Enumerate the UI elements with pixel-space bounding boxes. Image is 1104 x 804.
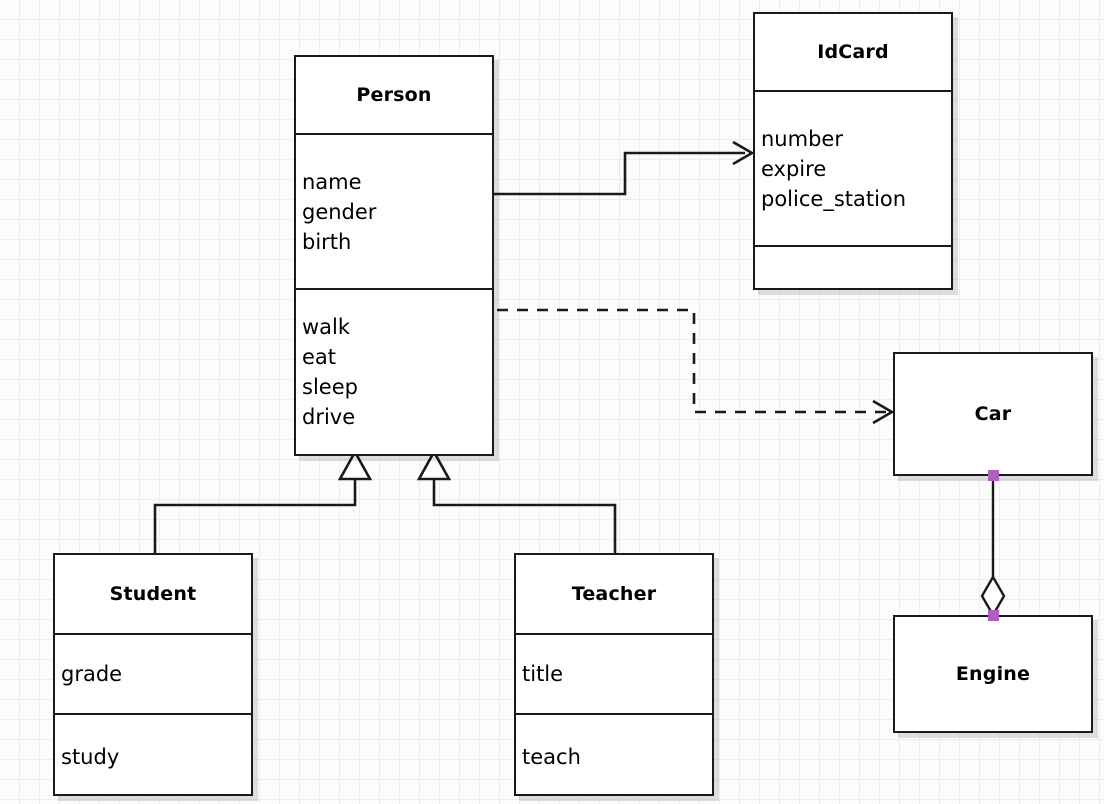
association-person-idcard[interactable] <box>494 140 755 196</box>
attribute-item: gender <box>302 199 377 224</box>
class-name-idcard: IdCard <box>817 41 889 63</box>
link-endpoint-handle-target[interactable] <box>988 610 999 621</box>
class-box-student[interactable]: Student grade study <box>53 553 253 796</box>
class-box-idcard[interactable]: IdCard number expire police_station <box>753 12 953 290</box>
attribute-item: title <box>522 662 564 686</box>
operations-compartment-teacher[interactable]: teach <box>516 713 712 798</box>
class-name-engine: Engine <box>955 663 1031 685</box>
dependency-person-car[interactable] <box>497 308 895 425</box>
attribute-item: birth <box>302 229 352 254</box>
class-name-person: Person <box>356 84 432 106</box>
operation-item: study <box>61 744 120 769</box>
operation-item: walk <box>302 315 351 339</box>
class-name-student: Student <box>109 583 197 605</box>
aggregation-car-engine[interactable] <box>980 476 1006 618</box>
class-box-teacher[interactable]: Teacher title teach <box>514 553 714 796</box>
operation-item: eat <box>302 345 337 369</box>
attributes-compartment-idcard[interactable]: number expire police_station <box>755 90 951 245</box>
operation-item: drive <box>302 405 356 429</box>
attributes-compartment-teacher[interactable]: title <box>516 633 712 713</box>
attribute-item: grade <box>61 662 123 686</box>
attribute-item: name <box>302 169 362 194</box>
class-box-engine[interactable]: Engine <box>893 615 1093 733</box>
attributes-compartment-student[interactable]: grade <box>55 633 251 713</box>
operation-item: teach <box>522 744 581 769</box>
class-name-car: Car <box>974 403 1012 425</box>
operation-item: sleep <box>302 375 358 399</box>
class-box-car[interactable]: Car <box>893 352 1093 476</box>
operations-compartment-student[interactable]: study <box>55 713 251 798</box>
attributes-compartment-person[interactable]: name gender birth <box>296 133 492 288</box>
link-endpoint-handle-source[interactable] <box>988 470 999 481</box>
class-box-person[interactable]: Person name gender birth walk eat sleep … <box>294 55 494 456</box>
operations-compartment-person[interactable]: walk eat sleep drive <box>296 288 492 454</box>
class-name-teacher: Teacher <box>571 583 657 605</box>
operations-compartment-idcard[interactable] <box>755 245 951 288</box>
attribute-item: number <box>761 126 843 151</box>
attribute-item: expire <box>761 156 827 181</box>
attribute-item: police_station <box>761 186 907 211</box>
